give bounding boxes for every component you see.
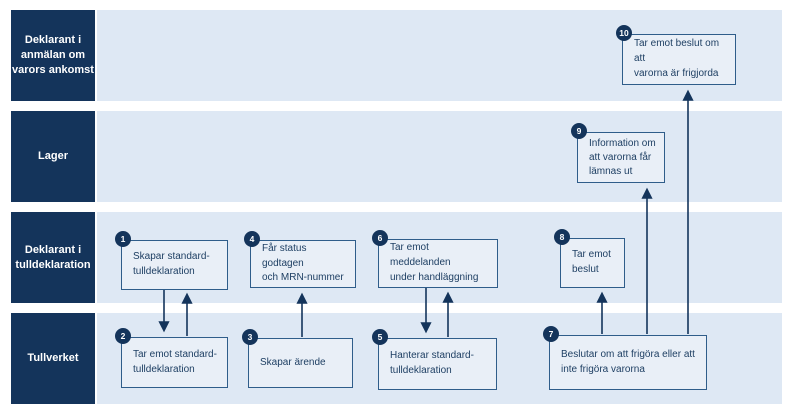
step-number-badge: 2: [115, 328, 131, 344]
lane-label-tullverket: Tullverket: [11, 313, 95, 404]
step-number-badge: 1: [115, 231, 131, 247]
step-number-badge: 4: [244, 231, 260, 247]
step-box-7: 7 Beslutar om att frigöra eller att inte…: [543, 326, 707, 390]
step-box-2: 2 Tar emot standard- tulldeklaration: [115, 328, 228, 388]
step-text: Hanterar standard- tulldeklaration: [390, 350, 474, 376]
lane-label-lager: Lager: [11, 111, 95, 202]
step-number-badge: 7: [543, 326, 559, 342]
step-number-badge: 5: [372, 329, 388, 345]
lane-label-deklarant-anmalan: Deklarant i anmälan om varors ankomst: [11, 10, 95, 101]
step-box-3: 3 Skapar ärende: [242, 329, 353, 388]
step-text: Skapar ärende: [260, 356, 326, 368]
step-number-badge: 6: [372, 230, 388, 246]
step-text: Skapar standard- tulldeklaration: [133, 251, 210, 277]
step-box-9: 9 Information om att varorna får lämnas …: [571, 123, 665, 183]
step-box-4: 4 Får status godtagen och MRN-nummer: [244, 231, 356, 288]
step-text: Tar emot meddelanden under handläggning: [390, 242, 479, 283]
step-number-badge: 8: [554, 229, 570, 245]
lane-label-deklarant-tulldeklaration: Deklarant i tulldeklaration: [11, 212, 95, 303]
step-text: Tar emot beslut om att varorna är frigjo…: [634, 38, 720, 79]
step-box-5: 5 Hanterar standard- tulldeklaration: [372, 329, 497, 390]
step-box-1: 1 Skapar standard- tulldeklaration: [115, 231, 228, 290]
step-text: Tar emot standard- tulldeklaration: [133, 348, 217, 375]
step-number-badge: 10: [616, 25, 632, 41]
step-number-badge: 3: [242, 329, 258, 345]
lane-band-lager: [97, 111, 782, 202]
step-text: Information om att varorna får lämnas ut: [589, 137, 656, 177]
step-text: Får status godtagen och MRN-nummer: [262, 242, 344, 284]
step-box-10: 10 Tar emot beslut om att varorna är fri…: [616, 25, 736, 85]
step-text: Beslutar om att frigöra eller att inte f…: [561, 348, 695, 375]
step-number-badge: 9: [571, 123, 587, 139]
step-text: Tar emot beslut: [572, 249, 611, 275]
step-box-6: 6 Tar emot meddelanden under handläggnin…: [372, 230, 498, 288]
step-box-8: 8 Tar emot beslut: [554, 229, 625, 288]
